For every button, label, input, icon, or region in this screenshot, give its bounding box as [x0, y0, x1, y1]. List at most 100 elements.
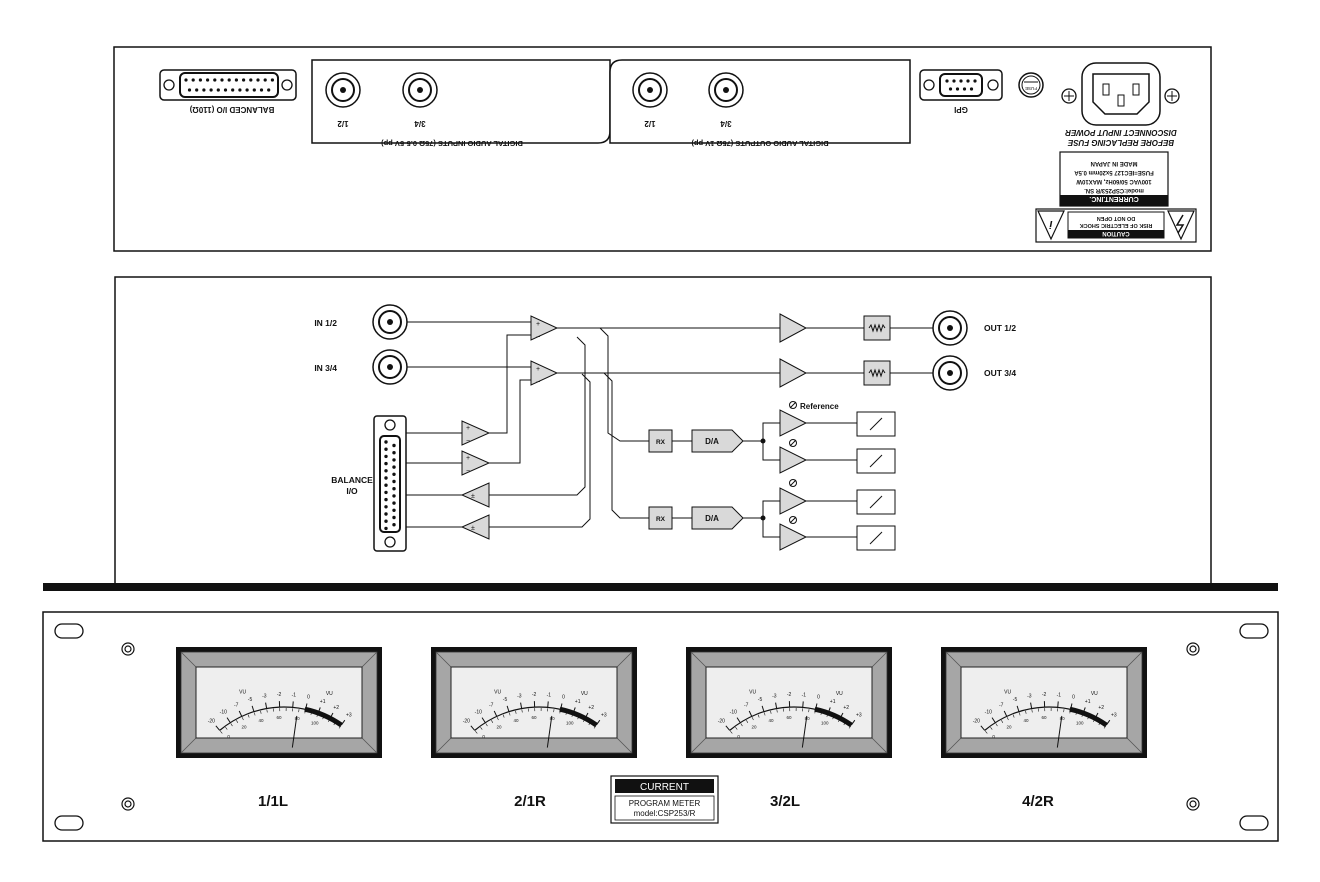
rx-block-2: RX [648, 506, 673, 530]
pin-icon [962, 87, 967, 91]
meter-label-2: 2/1R [514, 793, 546, 810]
spec-label-brand: CURRENT.INC. [1089, 195, 1138, 202]
pin-icon [973, 79, 977, 83]
screw-icon [384, 536, 396, 548]
scale-label: 0 [562, 695, 565, 701]
in12-label: IN 1/2 [314, 318, 337, 328]
scale-percent-label: 40 [769, 718, 775, 723]
pin-icon [213, 78, 217, 82]
meter-needle [291, 715, 298, 748]
balance-label-2: I/O [346, 486, 358, 496]
pin-icon [242, 78, 246, 82]
svg-text:D/A: D/A [705, 437, 719, 446]
junction-dot [760, 438, 766, 444]
pin-icon [234, 78, 238, 82]
meter-needle [546, 715, 553, 748]
pin-icon [227, 78, 231, 82]
screw-icon [281, 79, 293, 91]
pin-icon [392, 494, 396, 498]
bnc-jack-input-12 [325, 72, 361, 108]
scale-percent-label: 80 [805, 716, 811, 721]
pin-icon [384, 497, 388, 502]
pin-icon [392, 501, 396, 505]
pin-icon [392, 515, 396, 520]
scale-label: +3 [856, 712, 862, 718]
scale-label: -2 [787, 692, 792, 698]
output-jack-label-34: 3/4 [720, 119, 732, 128]
pin-icon [209, 88, 213, 92]
output-resistor-12 [863, 315, 891, 341]
svg-text:D/A: D/A [705, 514, 719, 523]
vu-label: VU [1091, 691, 1098, 697]
pin-icon [392, 508, 396, 512]
scale-label: -5 [503, 697, 508, 703]
svg-text:±: ± [471, 525, 475, 532]
screw-icon [384, 419, 396, 431]
warning-line-1: DISCONNECT INPUT POWER [1065, 128, 1177, 137]
gpi-label: GPI [954, 105, 968, 114]
pin-icon [952, 79, 956, 83]
meter-driver-amps [779, 409, 808, 551]
svg-text:RX: RX [656, 516, 666, 523]
section-divider [43, 583, 1278, 591]
meter-symbols [856, 411, 896, 551]
scale-percent-label: 60 [786, 715, 792, 720]
da-converter-1: D/A [691, 429, 744, 453]
scale-label: +2 [1098, 705, 1104, 711]
pin-icon [392, 443, 396, 448]
pin-icon [959, 79, 963, 83]
vu-label: VU [326, 691, 333, 697]
scale-label: -1 [1057, 692, 1062, 698]
pin-icon [238, 88, 242, 92]
pin-icon [384, 490, 388, 495]
screw-icon [923, 79, 935, 91]
scale-label: -20 [973, 718, 980, 724]
out34-label: OUT 3/4 [984, 368, 1016, 378]
pin-icon [384, 440, 388, 444]
scale-percent-label: 20 [751, 724, 757, 729]
rx-block-1: RX [648, 429, 673, 453]
scale-label: -2 [277, 692, 282, 698]
scale-percent-label: 20 [496, 724, 502, 729]
balanced-receiver-amp-1: + − [461, 420, 491, 446]
pin-icon [198, 78, 202, 82]
scale-label: +2 [588, 705, 594, 711]
in34-label: IN 3/4 [314, 363, 337, 373]
badge-line-2: model:CSP253/R [634, 809, 696, 818]
scale-percent-label: 80 [295, 716, 301, 721]
rack-slot-icon [1239, 815, 1269, 831]
pin-icon [384, 476, 388, 480]
svg-text:−: − [536, 334, 540, 341]
bnc-out34-icon [932, 355, 968, 391]
scale-label: +1 [575, 699, 581, 705]
scale-percent-label: 0 [482, 734, 485, 739]
scale-percent-label: 40 [259, 718, 265, 723]
pin-icon [392, 479, 396, 484]
balanced-driver-amp-1: ± [460, 482, 490, 508]
vu-label: VU [749, 689, 756, 695]
vu-label: VU [836, 691, 843, 697]
pin-icon [392, 451, 396, 455]
pin-icon [249, 78, 253, 82]
scale-label: -10 [730, 710, 737, 716]
scale-label: -1 [547, 692, 552, 698]
scale-percent-label: 100 [821, 720, 829, 725]
scale-label: -1 [802, 692, 807, 698]
signal-wires [406, 321, 933, 538]
pin-icon [392, 465, 396, 469]
badge-line-1: PROGRAM METER [629, 799, 701, 808]
pin-icon [384, 454, 388, 459]
pin-icon [969, 87, 974, 91]
pin-icon [216, 88, 220, 92]
power-inlet [1061, 62, 1180, 126]
scale-label: +1 [1085, 699, 1091, 705]
scale-label: -2 [532, 692, 537, 698]
scale-label: -1 [292, 692, 297, 698]
scale-label: -5 [758, 697, 763, 703]
svg-text:+: + [536, 321, 540, 328]
scale-label: -5 [248, 697, 253, 703]
